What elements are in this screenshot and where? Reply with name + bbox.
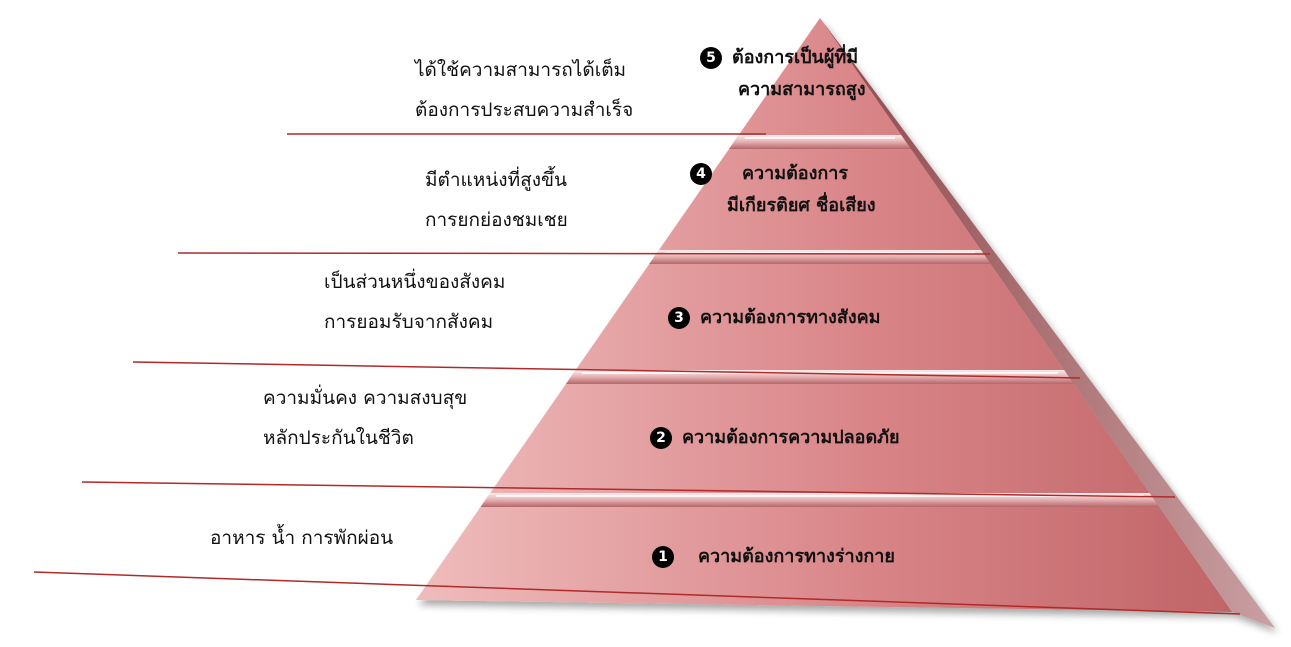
level-4-desc-line-1: มีตำแหน่งที่สูงขึ้น xyxy=(425,169,567,191)
level-3-desc-line-2: การยอมรับจากสังคม xyxy=(324,311,494,333)
level-5-label: 5 ต้องการเป็นผู้ที่มี ความสามารถสูง xyxy=(700,42,866,106)
level-3-label: 3 ความต้องการทางสังคม xyxy=(668,302,881,334)
level-5-description: ได้ใช้ความสามารถได้เต็ม ต้องการประสบความ… xyxy=(415,50,633,130)
level-3-description: เป็นส่วนหนึ่งของสังคม การยอมรับจากสังคม xyxy=(324,262,505,342)
level-1-title-line-1: ความต้องการทางร่างกาย xyxy=(698,546,895,567)
level-1-description: อาหาร น้ำ การพักผ่อน xyxy=(210,518,393,558)
level-2-label: 2 ความต้องการความปลอดภัย xyxy=(650,422,900,454)
level-5-title-line-2: ความสามารถสูง xyxy=(738,79,866,100)
pyramid-front-face xyxy=(416,18,1232,612)
level-4-desc-line-2: การยกย่องชมเชย xyxy=(425,209,568,231)
level-2-number-badge: 2 xyxy=(650,427,672,449)
level-4-title-line-2: มีเกียรติยศ ชื่อเสียง xyxy=(727,195,876,216)
leader-line xyxy=(81,481,1176,498)
level-3-number-badge: 3 xyxy=(668,307,690,329)
leader-line xyxy=(132,361,1081,379)
pyramid-right-face xyxy=(820,18,1275,628)
leader-lines xyxy=(33,133,1241,615)
level-5-title-line-1: ต้องการเป็นผู้ที่มี xyxy=(732,47,859,68)
pyramid-shape xyxy=(416,18,1275,628)
leader-line xyxy=(177,252,991,255)
level-1-label: 1 ความต้องการทางร่างกาย xyxy=(652,541,895,573)
level-3-title-line-1: ความต้องการทางสังคม xyxy=(700,307,881,328)
level-4-title-line-1: ความต้องการ xyxy=(742,163,849,184)
level-5-desc-line-2: ต้องการประสบความสำเร็จ xyxy=(415,99,634,121)
level-1-number-badge: 1 xyxy=(652,546,674,568)
level-2-desc-line-2: หลักประกันในชีวิต xyxy=(263,427,414,449)
level-4-description: มีตำแหน่งที่สูงขึ้น การยกย่องชมเชย xyxy=(425,160,568,240)
level-2-title-line-1: ความต้องการความปลอดภัย xyxy=(682,427,900,448)
level-4-label: 4 ความต้องการ มีเกียรติยศ ชื่อเสียง xyxy=(690,158,876,222)
level-5-number-badge: 5 xyxy=(700,47,722,69)
leader-line xyxy=(33,571,1241,615)
level-4-number-badge: 4 xyxy=(690,163,712,185)
level-1-desc-line-1: อาหาร น้ำ การพักผ่อน xyxy=(210,527,394,549)
level-2-desc-line-1: ความมั่นคง ความสงบสุข xyxy=(263,387,468,409)
level-5-desc-line-1: ได้ใช้ความสามารถได้เต็ม xyxy=(415,59,627,81)
level-3-desc-line-1: เป็นส่วนหนึ่งของสังคม xyxy=(324,271,506,293)
level-2-description: ความมั่นคง ความสงบสุข หลักประกันในชีวิต xyxy=(263,378,467,458)
